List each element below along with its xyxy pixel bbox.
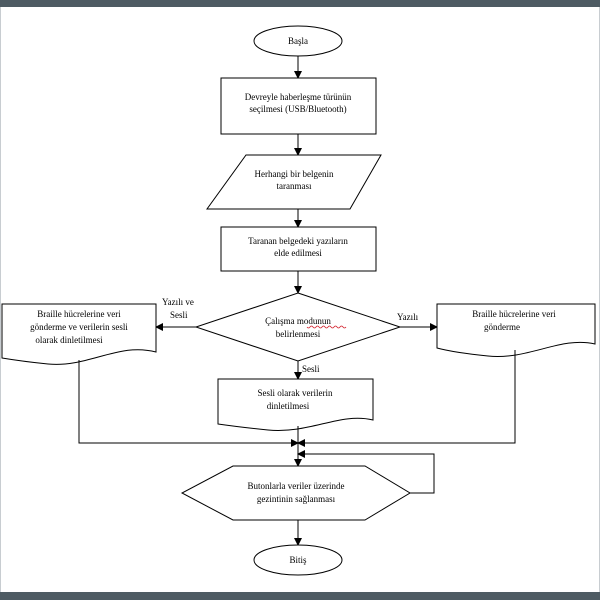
extract-text-process: Taranan belgedeki yazıların elde edilmes… xyxy=(220,226,377,272)
start-label: Başla xyxy=(288,36,308,46)
start-terminator: Başla xyxy=(253,25,343,57)
extract-label-line1: Taranan belgedeki yazıların xyxy=(248,236,348,246)
frame-bottom-border xyxy=(0,592,600,600)
navigation-preparation: Butonlarla veriler üzerinde gezintinin s… xyxy=(180,465,411,521)
branch-label-down: Sesli xyxy=(302,364,320,374)
end-terminator: Bitiş xyxy=(253,544,343,576)
right-doc-label-line1: Braille hücrelerine veri xyxy=(472,309,556,319)
audio-doc-label-line2: dinletilmesi xyxy=(267,401,310,411)
branch-label-left-line1: Yazılı ve xyxy=(162,297,194,307)
mode-label-line1: Çalışma modunun xyxy=(265,316,331,326)
select-comm-process: Devreyle haberleşme türünün seçilmesi (U… xyxy=(220,77,377,135)
frame-top-border xyxy=(0,0,600,7)
extract-label-line2: elde edilmesi xyxy=(274,248,322,258)
nav-label-line1: Butonlarla veriler üzerinde xyxy=(248,481,345,491)
spellcheck-underline xyxy=(306,325,347,329)
braille-only-document: Braille hücrelerine veri gönderme xyxy=(436,303,596,357)
scan-label-line1: Herhangi bir belgenin xyxy=(255,169,334,179)
scan-document-io: Herhangi bir belgenin taranması xyxy=(206,154,382,210)
left-doc-label-line2: gönderme ve verilerin sesli xyxy=(30,322,128,332)
connector-loop-back xyxy=(297,450,435,494)
end-label: Bitiş xyxy=(289,555,307,565)
right-doc-label-line2: gönderme xyxy=(484,322,520,332)
frame-left-border xyxy=(0,7,1,592)
select-comm-label-line1: Devreyle haberleşme türünün xyxy=(245,92,352,102)
select-comm-label-line2: seçilmesi (USB/Bluetooth) xyxy=(249,104,346,114)
branch-label-right: Yazılı xyxy=(397,312,419,322)
nav-label-line2: gezintinin sağlanması xyxy=(257,494,336,504)
audio-doc-label-line1: Sesli olarak verilerin xyxy=(258,388,333,398)
mode-label-line2: belirlenmesi xyxy=(276,329,321,339)
connector-left-merge xyxy=(78,360,299,447)
left-doc-label-line1: Braille hücrelerine veri xyxy=(37,309,121,319)
scan-label-line2: taranması xyxy=(277,181,312,191)
mode-decision: Çalışma modunun belirlenmesi xyxy=(194,292,402,362)
braille-and-audio-document: Braille hücrelerine veri gönderme ve ver… xyxy=(1,303,157,365)
audio-only-document: Sesli olarak verilerin dinletilmesi xyxy=(217,378,374,431)
branch-label-left-line2: Sesli xyxy=(170,310,188,320)
left-doc-label-line3: olarak dinletilmesi xyxy=(35,335,103,345)
connector-right-merge xyxy=(297,350,516,447)
